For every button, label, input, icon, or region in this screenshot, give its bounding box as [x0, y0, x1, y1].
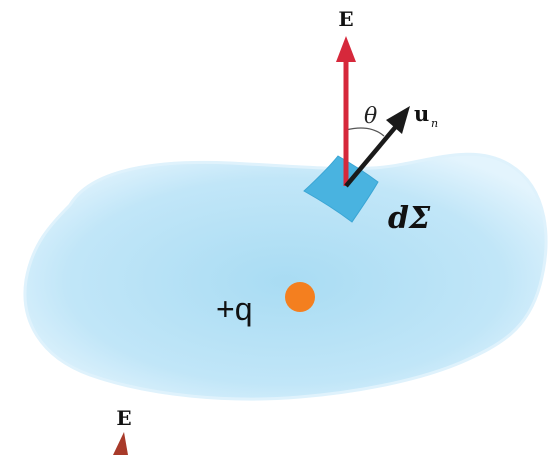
normal-label-main: u [414, 101, 429, 126]
electric-field-vector [336, 36, 356, 186]
normal-vector [344, 106, 410, 188]
arrow-partial-icon [113, 432, 128, 455]
charge-label: +q [216, 291, 252, 327]
surface-element-label: dΣ [388, 201, 431, 236]
closed-surface [23, 152, 548, 401]
normal-label-sub: n [431, 117, 438, 130]
arrow-up-icon [336, 36, 356, 62]
arrow-up-right-icon [386, 106, 410, 134]
angle-arc [345, 127, 385, 137]
field-label-top: E [338, 7, 353, 31]
bottom-field-vector: E [113, 406, 132, 455]
field-label-bottom: E [116, 406, 131, 430]
normal-label: u n [414, 101, 438, 130]
theta-label: θ [364, 104, 377, 129]
point-charge [285, 282, 315, 312]
